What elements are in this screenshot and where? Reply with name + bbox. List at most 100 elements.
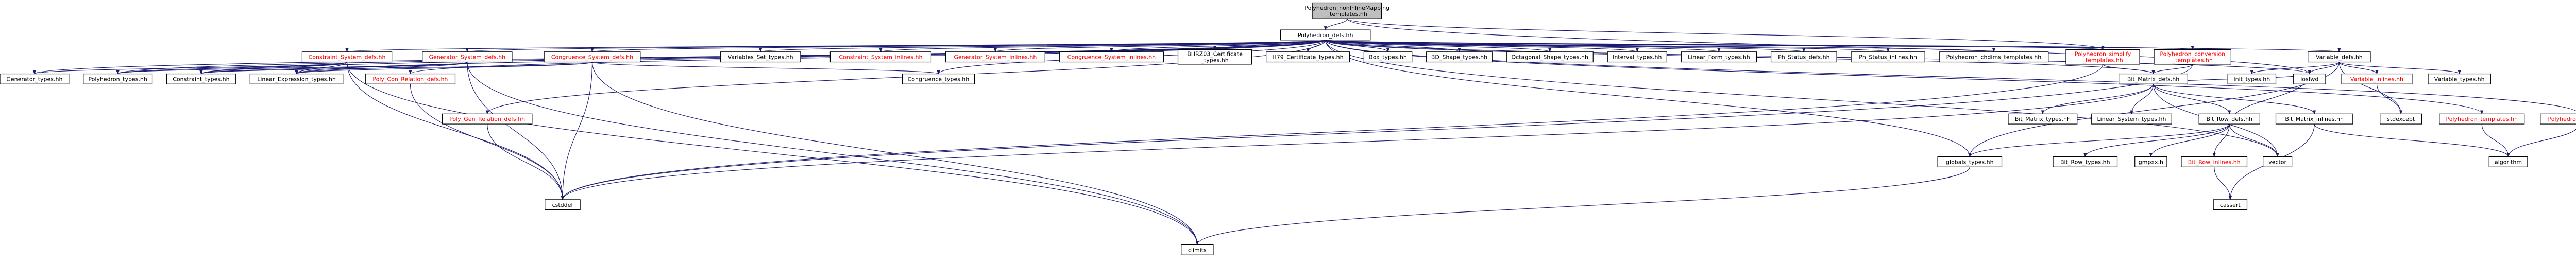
node-box <box>720 51 801 63</box>
node-defs[interactable]: Polyhedron_defs.hh <box>1280 29 1371 41</box>
node-cstddef[interactable]: cstddef <box>545 199 581 210</box>
node-box <box>545 199 581 210</box>
node-br_inl[interactable]: Bit_Row_inlines.hh <box>2181 156 2248 167</box>
node-label: Polyhedron_chdims_templates.hh <box>1946 54 2042 61</box>
edge-cs_defs-to-con_types <box>199 62 348 75</box>
node-box <box>2134 156 2167 167</box>
node-box <box>1181 244 1214 255</box>
node-box <box>902 73 975 84</box>
node-box <box>2341 73 2413 84</box>
node-init_types[interactable]: Init_types.hh <box>2227 73 2277 84</box>
node-bd[interactable]: BD_Shape_types.hh <box>1426 51 1493 63</box>
nodes-layer: Polyhedron_nonInlineMapping_templates.hh… <box>0 2 2576 255</box>
node-label: Bit_Matrix_defs.hh <box>2127 76 2179 82</box>
node-var_inl[interactable]: Variable_inlines.hh <box>2341 73 2413 84</box>
node-box <box>2293 73 2326 84</box>
node-congs_defs[interactable]: Congruence_System_defs.hh <box>544 51 641 63</box>
node-label: _types.hh <box>1200 57 1228 64</box>
node-label: Congruence_System_defs.hh <box>551 54 633 61</box>
edge-defs-to-oct <box>1325 40 1552 52</box>
node-label: Bit_Matrix_types.hh <box>2015 116 2071 122</box>
node-box <box>2308 51 2371 63</box>
node-br_types[interactable]: Bit_Row_types.hh <box>2053 156 2118 167</box>
node-box <box>1426 51 1493 63</box>
node-label: globals_types.hh <box>1946 158 1994 165</box>
node-box <box>1280 29 1371 41</box>
node-linexp_types[interactable]: Linear_Expression_types.hh <box>249 73 344 84</box>
node-oct[interactable]: Octagonal_Shape_types.hh <box>1506 51 1594 63</box>
node-box <box>2091 113 2172 125</box>
node-label: Generator_System_defs.hh <box>429 54 505 61</box>
node-label: Variable_defs.hh <box>2316 54 2363 61</box>
node-chdims[interactable]: Polyhedron_chdims_templates.hh <box>1939 51 2049 63</box>
edge-defs-to-cs_inl <box>879 40 1326 52</box>
edge-br_inl-to-cassert <box>2214 167 2232 200</box>
node-box <box>166 73 236 84</box>
node-label: vector <box>2268 158 2286 165</box>
node-gs_inl[interactable]: Generator_System_inlines.hh <box>945 51 1045 63</box>
node-box <box>2065 49 2140 65</box>
node-box <box>442 113 533 125</box>
node-box <box>1851 51 1925 63</box>
node-box <box>1266 51 1350 63</box>
node-cs_inl[interactable]: Constraint_System_inlines.hh <box>829 51 932 63</box>
node-algorithm[interactable]: algorithm <box>2488 156 2528 167</box>
node-box <box>301 51 393 63</box>
node-poly_types[interactable]: Polyhedron_types.hh <box>83 73 153 84</box>
node-iosfwd[interactable]: iosfwd <box>2293 73 2326 84</box>
node-conversion[interactable]: Polyhedron_conversion_templates.hh <box>2154 49 2231 65</box>
node-pstatus_inl[interactable]: Ph_Status_inlines.hh <box>1851 51 1925 63</box>
node-bitrow[interactable]: Bit_Row_defs.hh <box>2198 113 2260 125</box>
node-poly_inl[interactable]: Polyhedron_inlines.hh <box>2540 113 2576 125</box>
node-box <box>422 51 513 63</box>
node-bitmat[interactable]: Bit_Matrix_defs.hh <box>2119 73 2188 84</box>
node-bm_types[interactable]: Bit_Matrix_types.hh <box>2008 113 2078 125</box>
edge-defs-to-chdims <box>1325 40 1995 52</box>
node-cs_defs[interactable]: Constraint_System_defs.hh <box>301 51 393 63</box>
node-con_types[interactable]: Constraint_types.hh <box>166 73 236 84</box>
node-bm_inl[interactable]: Bit_Matrix_inlines.hh <box>2275 113 2353 125</box>
edge-gs_defs-to-cstddef <box>467 62 565 200</box>
node-stdexcept[interactable]: stdexcept <box>2380 113 2422 125</box>
node-cassert[interactable]: cassert <box>2213 199 2248 210</box>
node-box <box>2154 49 2231 65</box>
node-cong_types[interactable]: Congruence_types.hh <box>902 73 975 84</box>
edge-var_defs-to-var_types <box>2338 62 2461 75</box>
node-interval[interactable]: Interval_types.hh <box>1607 51 1667 63</box>
node-poly_tmpl[interactable]: Polyhedron_templates.hh <box>2439 113 2525 125</box>
node-h79[interactable]: H79_Certificate_types.hh <box>1266 51 1350 63</box>
edge-congs_defs-to-linexp_types <box>295 62 593 75</box>
node-polygen[interactable]: Poly_Gen_Relation_defs.hh <box>442 113 533 125</box>
node-box <box>365 73 456 84</box>
edge-bitmat-to-bitrow <box>2153 84 2231 115</box>
node-var_types[interactable]: Variable_types.hh <box>2428 73 2491 84</box>
node-bhrz[interactable]: BHRZ03_Certificate_types.hh <box>1177 49 1252 65</box>
node-box <box>2053 156 2118 167</box>
node-gen_types[interactable]: Generator_types.hh <box>0 73 70 84</box>
node-congs_inl[interactable]: Congruence_System_inlines.hh <box>1059 51 1164 63</box>
node-linsys_types[interactable]: Linear_System_types.hh <box>2091 113 2172 125</box>
edge-var_defs-to-var_inl <box>2338 62 2379 75</box>
node-linform[interactable]: Linear_Form_types.hh <box>1681 51 1757 63</box>
node-globals[interactable]: globals_types.hh <box>1937 156 2003 167</box>
node-box <box>1607 51 1667 63</box>
node-vars_set[interactable]: Variables_Set_types.hh <box>720 51 801 63</box>
node-simplify[interactable]: Polyhedron_simplify_templates.hh <box>2065 49 2140 65</box>
node-box[interactable]: Box_types.hh <box>1363 51 1413 63</box>
edge-bitrow-to-gmpxx <box>2149 123 2230 157</box>
node-var_defs[interactable]: Variable_defs.hh <box>2308 51 2371 63</box>
edge-var_defs-to-iosfwd <box>2308 62 2340 75</box>
edge-defs-to-var_defs <box>1325 40 2341 52</box>
node-label: cstddef <box>552 202 574 208</box>
node-label: iosfwd <box>2300 76 2318 82</box>
node-climits[interactable]: climits <box>1181 244 1214 255</box>
node-vector[interactable]: vector <box>2263 156 2293 167</box>
node-box <box>2213 199 2248 210</box>
node-box <box>1363 51 1413 63</box>
node-gmpxx[interactable]: gmpxx.h <box>2134 156 2167 167</box>
node-gs_defs[interactable]: Generator_System_defs.hh <box>422 51 513 63</box>
node-pstatus[interactable]: Ph_Status_defs.hh <box>1770 51 1837 63</box>
node-polycon[interactable]: Poly_Con_Relation_defs.hh <box>365 73 456 84</box>
node-box <box>1059 51 1164 63</box>
node-box <box>2198 113 2260 125</box>
